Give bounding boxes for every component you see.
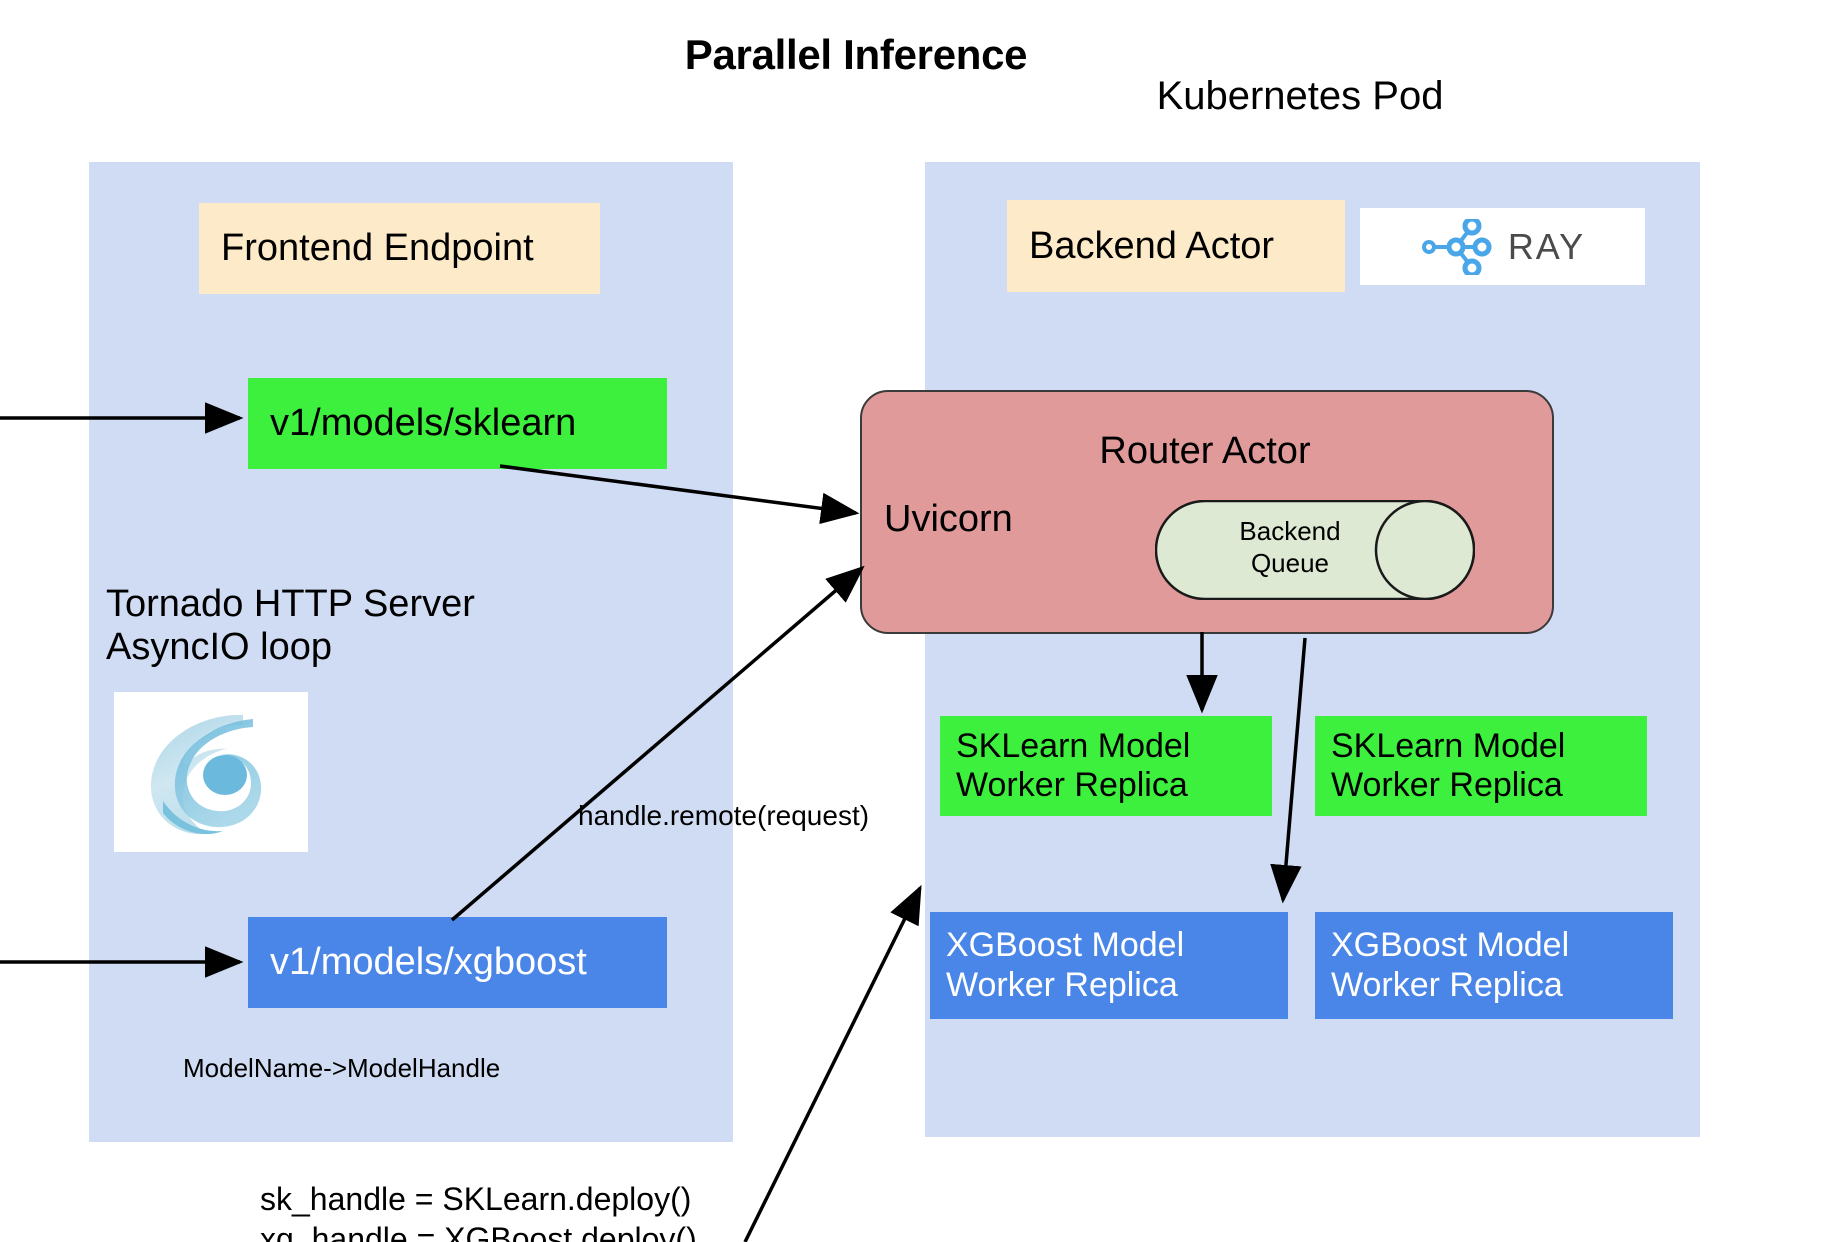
- worker-title-line1: SKLearn Model: [1331, 726, 1566, 765]
- tornado-inner-swirl: [174, 719, 262, 828]
- model-name-handle-note: ModelName->ModelHandle: [183, 1053, 501, 1083]
- kubernetes-pod-title: Kubernetes Pod: [1156, 74, 1444, 118]
- endpoint-xgboost[interactable]: v1/models/xgboost: [248, 917, 667, 1008]
- ray-logo-text: RAY: [1507, 225, 1586, 267]
- backend-actor-header: Backend Actor: [1007, 200, 1345, 292]
- uvicorn-label: Uvicorn: [884, 498, 1013, 540]
- worker-title-line2: Worker Replica: [1331, 766, 1563, 804]
- tornado-tail: [163, 801, 223, 835]
- router-actor-title: Router Actor: [1099, 430, 1311, 472]
- worker-title-line1: XGBoost Model: [946, 926, 1185, 965]
- handle-remote-annotation: handle.remote(request): [578, 800, 870, 831]
- backend-queue-cylinder: Backend Queue: [1154, 499, 1476, 601]
- backend-queue-line2: Queue: [1250, 547, 1330, 578]
- worker-replica-xgboost-1[interactable]: XGBoost Model Worker Replica: [930, 912, 1288, 1019]
- worker-title-line1: XGBoost Model: [1331, 926, 1570, 965]
- worker-title-line2: Worker Replica: [1331, 965, 1563, 1004]
- tornado-caption-line1: Tornado HTTP Server: [106, 583, 475, 625]
- ray-network-icon: [1421, 218, 1492, 275]
- frontend-endpoint-header: Frontend Endpoint: [199, 203, 600, 294]
- tornado-server-caption: Tornado HTTP Server AsyncIO loop: [106, 583, 606, 668]
- ray-logo-card: RAY: [1360, 208, 1645, 285]
- tornado-logo-icon: [146, 710, 262, 839]
- endpoint-sklearn[interactable]: v1/models/sklearn: [248, 378, 667, 469]
- deploy-code-annotation: sk_handle = SKLearn.deploy() xg_handle =…: [260, 1181, 697, 1242]
- page-title: Parallel Inference: [684, 31, 1028, 78]
- worker-title-line2: Worker Replica: [946, 965, 1178, 1004]
- backend-queue-line1: Backend: [1239, 516, 1341, 546]
- worker-title-line1: SKLearn Model: [956, 726, 1191, 765]
- tornado-caption-line2: AsyncIO loop: [106, 625, 332, 668]
- arrow-deploy-to-pod: [743, 884, 922, 1242]
- backend-queue-shape: [1154, 499, 1476, 601]
- worker-replica-sklearn-2[interactable]: SKLearn Model Worker Replica: [1315, 716, 1647, 816]
- worker-title-line2: Worker Replica: [956, 766, 1188, 804]
- backend-queue-label: Backend Queue: [1195, 516, 1385, 579]
- tornado-eye: [203, 755, 247, 795]
- worker-replica-xgboost-2[interactable]: XGBoost Model Worker Replica: [1315, 912, 1673, 1019]
- worker-replica-sklearn-1[interactable]: SKLearn Model Worker Replica: [940, 716, 1272, 816]
- tornado-logo-card: [114, 692, 308, 852]
